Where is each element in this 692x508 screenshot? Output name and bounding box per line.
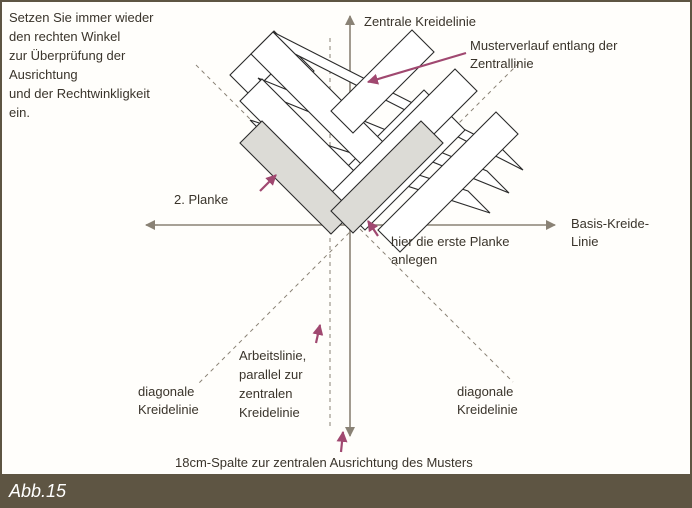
figure-footer: Abb.15 [0,474,692,508]
pattern-label-line-2: Zentrallinie [470,56,534,71]
instruction-line-2: den rechten Winkel [9,29,120,44]
arrow-spalte [336,430,348,453]
instruction-text: Setzen Sie immer wieder den rechten Wink… [9,10,154,120]
first-plank [330,120,444,234]
second-plank-label: 2. Planke [174,192,228,207]
herringbone-planks [239,29,519,253]
second-plank [239,120,354,235]
instruction-line-4: Ausrichtung [9,67,78,82]
work-line-label-line-2: parallel zur [239,367,303,382]
base-line-label-line-1: Basis-Kreide- [571,216,649,231]
figure-label: Abb.15 [9,481,67,501]
arrow-erste-planke [367,220,379,237]
pattern-label-line-1: Musterverlauf entlang der [470,38,618,53]
instruction-line-5: und der Rechtwinkligkeit [9,86,150,101]
base-line-label-line-2: Linie [571,234,598,249]
first-plank-label-line-1: hier die erste Planke [391,234,510,249]
instruction-line-1: Setzen Sie immer wieder [9,10,154,25]
arrow-2-planke [259,174,277,192]
arrow-muster [366,51,467,85]
work-line-label-line-4: Kreidelinie [239,405,300,420]
instruction-line-6: ein. [9,105,30,120]
diagonal-left-label-line-2: Kreidelinie [138,402,199,417]
pointer-arrows [259,51,467,453]
arrow-arbeitslinie [312,323,324,344]
diagonal-right-label-line-2: Kreidelinie [457,402,518,417]
instruction-line-3: zur Überprüfung der [9,48,126,63]
plank-c [330,29,435,134]
work-line-label-line-1: Arbeitslinie, [239,348,306,363]
plank-e [377,111,519,253]
diagonal-left-label-line-1: diagonale [138,384,194,399]
gap-label: 18cm-Spalte zur zentralen Ausrichtung de… [175,455,473,470]
herringbone-diagram: Setzen Sie immer wieder den rechten Wink… [9,10,649,470]
central-line-label: Zentrale Kreidelinie [364,14,476,29]
first-plank-label-line-2: anlegen [391,252,437,267]
diagonal-right-label-line-1: diagonale [457,384,513,399]
work-line-label-line-3: zentralen [239,386,292,401]
